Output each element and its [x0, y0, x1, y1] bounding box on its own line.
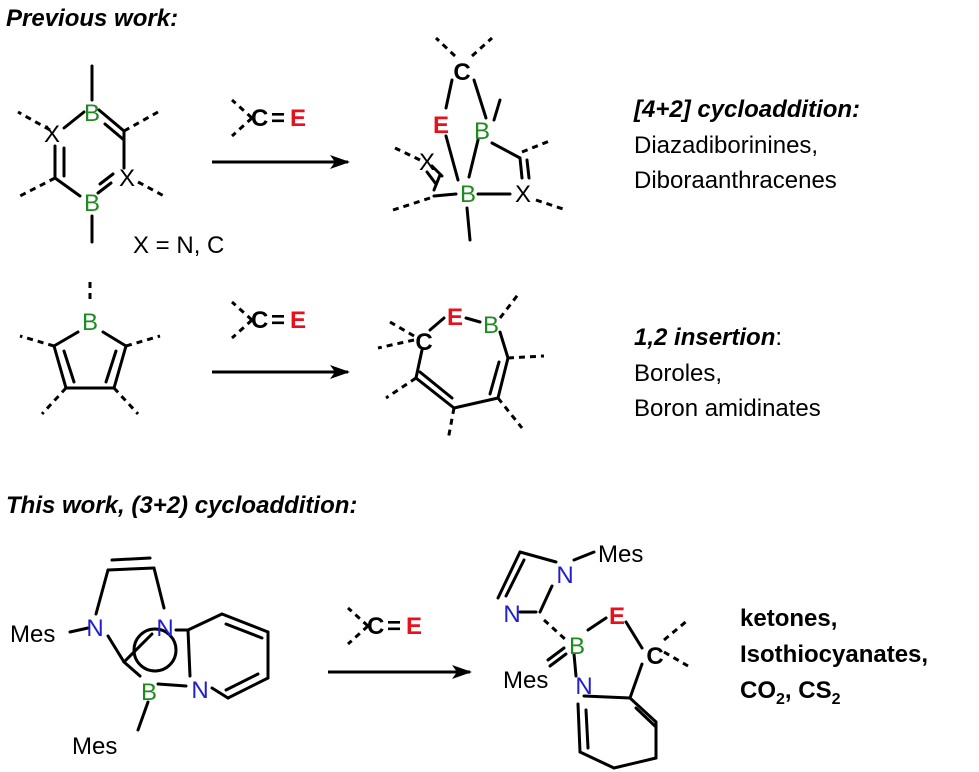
diborinine-reactant: B B X X	[17, 64, 165, 244]
heteroatom-e: E	[447, 304, 463, 331]
x-definition-note: X = N, C	[133, 232, 224, 259]
heteroatom-e: E	[433, 112, 449, 139]
cycloaddition-product: N N Mes B E C N Mes	[496, 541, 689, 770]
heteroatom-e: E	[406, 613, 422, 640]
heading-this-work: This work, (3+2) cycloaddition:	[6, 492, 357, 519]
row1-substrate-1: Diazadiborinines,	[634, 132, 818, 159]
row2-reaction-type: 1,2 insertion:	[634, 324, 782, 351]
boron-atom: B	[569, 633, 585, 660]
carbon-atom: C	[415, 329, 432, 356]
carbon-atom: C	[251, 105, 268, 132]
double-bond-sign: =	[271, 307, 285, 334]
boron-atom: B	[474, 118, 490, 145]
borylene-reactant: N N B N Mes Mes	[10, 556, 270, 760]
double-bond-sign: =	[271, 105, 285, 132]
row1-reaction-type: [4+2] cycloaddition:	[633, 96, 860, 123]
row2-substrate-2: Boron amidinates	[634, 395, 821, 422]
nitrogen-atom: N	[156, 615, 173, 642]
heading-previous-work: Previous work:	[6, 5, 178, 32]
row3-substrate-2: Isothiocyanates,	[740, 641, 928, 668]
boron-atom: B	[84, 100, 100, 127]
double-bond-sign: =	[387, 613, 401, 640]
nitrogen-atom: N	[503, 601, 520, 628]
reagent-carbonyl-1: C = E	[230, 98, 306, 138]
boron-atom: B	[141, 679, 157, 706]
ring-expansion-product: C E B	[377, 291, 545, 441]
mesityl-group: Mes	[72, 733, 117, 760]
nitrogen-atom: N	[556, 562, 573, 589]
boron-atom: B	[460, 181, 476, 208]
borole-reactant: B	[19, 282, 161, 416]
boron-atom: B	[483, 312, 499, 339]
carbon-atom: C	[453, 59, 470, 86]
reagent-carbonyl-3: C = E	[346, 606, 422, 646]
x-atom: X	[119, 165, 135, 192]
cycloadduct-product: C E B B X X	[392, 36, 567, 242]
mesityl-group: Mes	[503, 667, 548, 694]
nitrogen-atom: N	[575, 673, 592, 700]
carbon-atom: C	[646, 643, 663, 670]
carbon-atom: C	[251, 307, 268, 334]
reagent-carbonyl-2: C = E	[230, 300, 306, 340]
nitrogen-atom: N	[191, 677, 208, 704]
row3-substrate-3: CO2, CS2	[740, 677, 841, 708]
x-atom: X	[44, 121, 60, 148]
carbon-atom: C	[367, 613, 384, 640]
mesityl-group: Mes	[10, 621, 55, 648]
boron-atom: B	[82, 309, 98, 336]
row1-substrate-2: Diboraanthracenes	[634, 167, 837, 194]
heteroatom-e: E	[609, 603, 625, 630]
heteroatom-e: E	[290, 307, 306, 334]
mesityl-group: Mes	[598, 541, 643, 568]
x-atom: X	[419, 149, 435, 176]
x-atom: X	[515, 181, 531, 208]
heteroatom-e: E	[290, 105, 306, 132]
row2-substrate-1: Boroles,	[634, 360, 722, 387]
nitrogen-atom: N	[86, 615, 103, 642]
boron-atom: B	[84, 190, 100, 217]
row3-substrate-1: ketones,	[740, 605, 837, 632]
